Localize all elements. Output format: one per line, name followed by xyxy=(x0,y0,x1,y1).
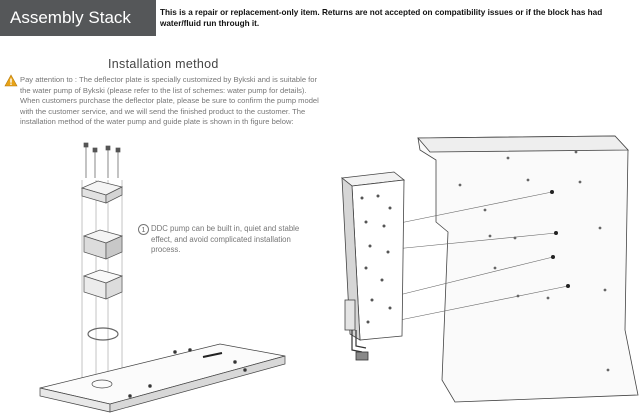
return-policy-notice: This is a repair or replacement-only ite… xyxy=(160,8,603,28)
assembly-stack-header: Assembly Stack xyxy=(0,0,156,36)
step-note: DDC pump can be built in, quiet and stab… xyxy=(151,224,300,254)
step-number-badge: 1 xyxy=(138,224,149,235)
installation-paragraph: Pay attention to : The deflector plate i… xyxy=(20,75,319,127)
installation-method-title: Installation method xyxy=(108,57,219,71)
warning-triangle-icon xyxy=(4,74,18,87)
